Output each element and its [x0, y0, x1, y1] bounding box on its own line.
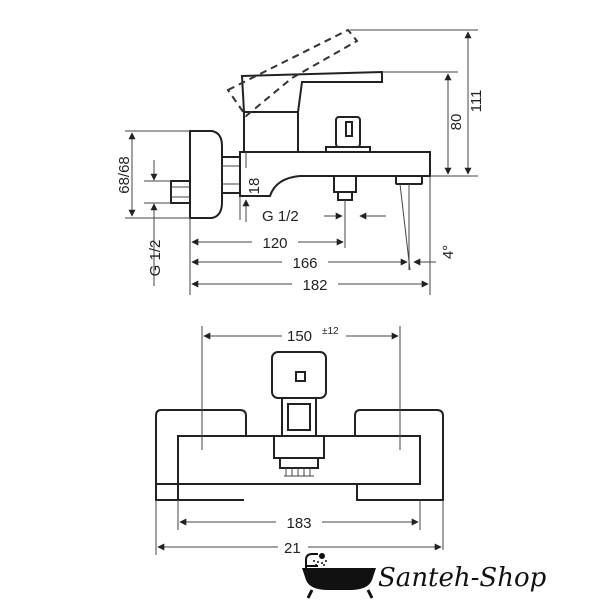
shower-outlet-thread [337, 191, 353, 201]
dim-18-label: 18 [246, 178, 263, 195]
diverter-base [325, 146, 371, 153]
top-outlet [273, 435, 325, 459]
connection-nut [221, 156, 241, 194]
dim-21x-label: 21 [284, 540, 301, 557]
mixer-body [239, 151, 431, 197]
top-view: 150 ±12 183 21 [155, 324, 444, 557]
inlet-connector [170, 180, 191, 204]
brand-text: Santeh-Shop [378, 563, 547, 593]
dim-g12-inlet-label: G 1/2 [147, 240, 164, 277]
spout-aerator [395, 175, 423, 185]
top-handle-marker [295, 371, 306, 382]
top-extension-lines [155, 326, 444, 555]
dim-120-label: 120 [262, 235, 287, 252]
dim-166-label: 166 [292, 255, 317, 272]
dim-150-label: 150 [287, 328, 312, 345]
wall-flange [189, 130, 223, 219]
top-handle [271, 351, 327, 399]
diverter-knob [345, 121, 353, 137]
top-body [177, 435, 421, 485]
mixer-handle [240, 70, 383, 113]
handle-open-position [226, 28, 359, 118]
santeh-shop-logo: Santeh-Shop [300, 550, 600, 600]
dim-80-label: 80 [448, 114, 465, 131]
right-flange [354, 409, 444, 501]
water-drops [313, 560, 327, 566]
dim-111-label: 111 [468, 90, 485, 113]
dim-150-tolerance: ±12 [322, 326, 339, 337]
top-spout-inner [287, 403, 311, 431]
left-flange-bottom [155, 483, 179, 501]
dim-68-label: 68/68 [116, 156, 133, 194]
dim-g12-outlet-label: G 1/2 [262, 208, 299, 225]
top-outlet-thread [284, 468, 314, 477]
bathtub-icon [302, 553, 376, 599]
cartridge-housing [243, 111, 299, 153]
dim-182-label: 182 [302, 277, 327, 294]
extension-lines [125, 29, 478, 295]
left-flange [155, 409, 247, 485]
top-outlet-nut [279, 457, 319, 469]
dim-angle-label: 4° [440, 245, 457, 259]
shower-outlet [333, 175, 357, 193]
side-view: 80 111 68/68 G 1/2 18 G 1/2 120 166 4° [116, 28, 485, 295]
dim-183-label: 183 [286, 515, 311, 532]
